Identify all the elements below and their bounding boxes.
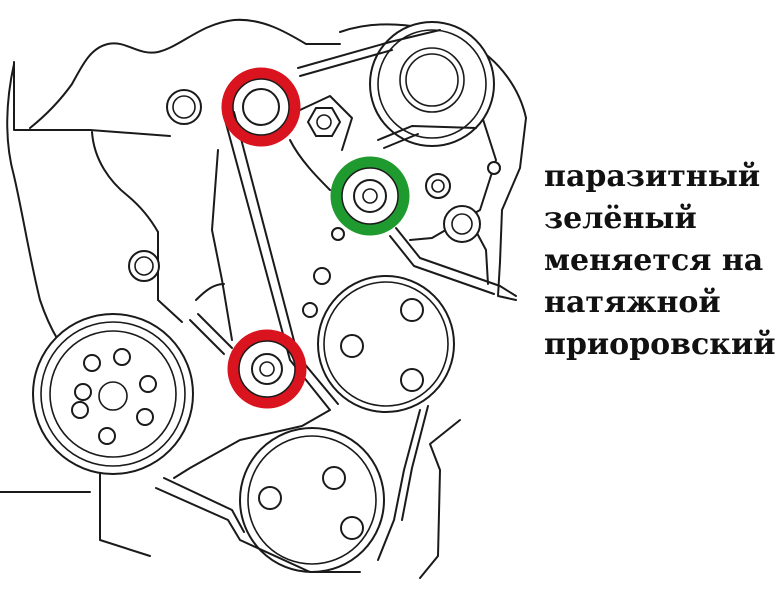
- caption-line-3: меняется на: [544, 243, 764, 278]
- red-highlight-ring: [221, 67, 301, 147]
- upper-idler-pulley-red: [221, 67, 301, 147]
- parasitic-idler-pulley-green: [330, 156, 410, 236]
- engine-bolts: [128, 89, 501, 318]
- water-pump-pulley: [317, 275, 455, 413]
- caption-line-1: паразитный: [544, 159, 761, 194]
- lower-idler-pulley-red: [227, 329, 307, 409]
- caption-line-2: зелёный: [544, 201, 697, 236]
- green-highlight-ring: [330, 156, 410, 236]
- caption-line-4: натяжной: [544, 285, 721, 320]
- camshaft-pulley: [369, 21, 495, 147]
- red-highlight-ring: [227, 329, 307, 409]
- caption-line-5: приоровский: [544, 327, 776, 362]
- caption-annotation: паразитный зелёный меняется на натяжной …: [544, 156, 776, 366]
- crankshaft-pulley: [32, 313, 194, 475]
